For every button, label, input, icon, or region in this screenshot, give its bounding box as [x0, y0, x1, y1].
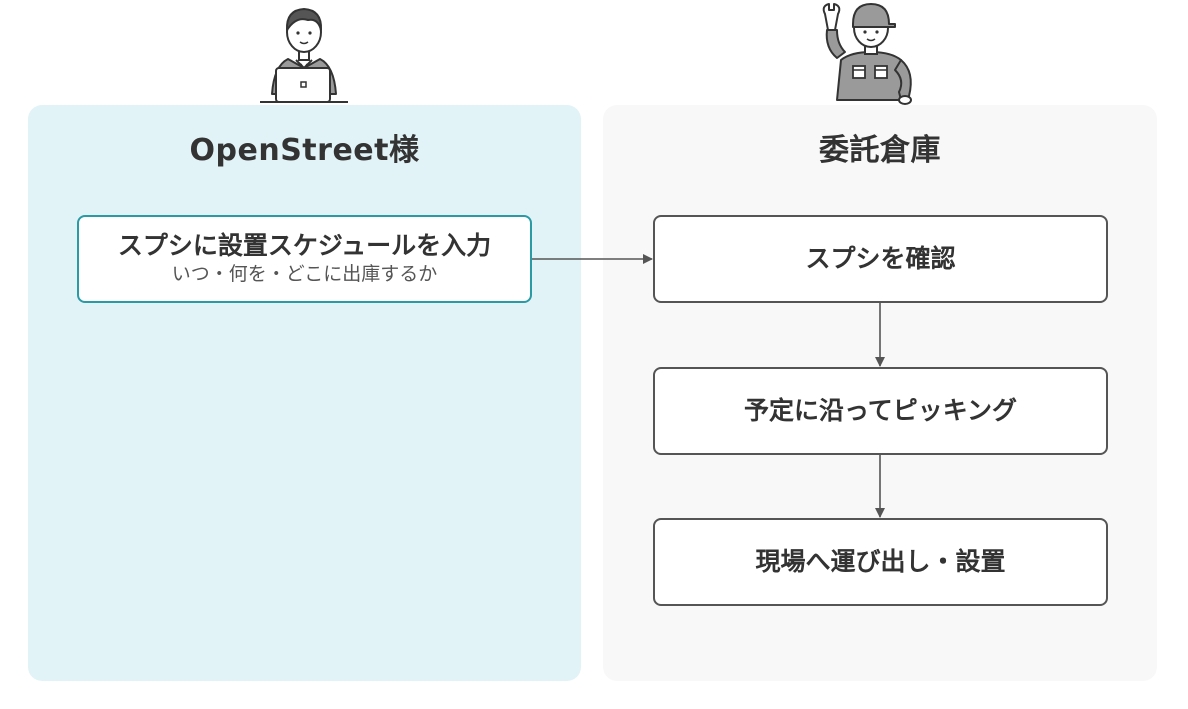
client-lane-title: OpenStreet様 [189, 133, 420, 168]
warehouse-worker-wrench-icon [815, 0, 925, 108]
step-picking: 予定に沿ってピッキング [653, 367, 1108, 455]
step-deliver-install: 現場へ運び出し・設置 [653, 518, 1108, 606]
step-check-spreadsheet-title: スプシを確認 [805, 244, 956, 273]
step-input-schedule: スプシに設置スケジュールを入力 いつ・何を・どこに出庫するか [77, 215, 532, 303]
step-input-schedule-subtitle: いつ・何を・どこに出庫するか [171, 263, 438, 286]
warehouse-lane-title: 委託倉庫 [819, 133, 941, 168]
step-check-spreadsheet: スプシを確認 [653, 215, 1108, 303]
step-input-schedule-title: スプシに設置スケジュールを入力 [117, 231, 492, 261]
client-lane: OpenStreet様 [28, 105, 581, 681]
step-picking-title: 予定に沿ってピッキング [743, 396, 1017, 425]
step-deliver-install-title: 現場へ運び出し・設置 [755, 547, 1006, 576]
office-worker-laptop-icon [258, 2, 350, 106]
